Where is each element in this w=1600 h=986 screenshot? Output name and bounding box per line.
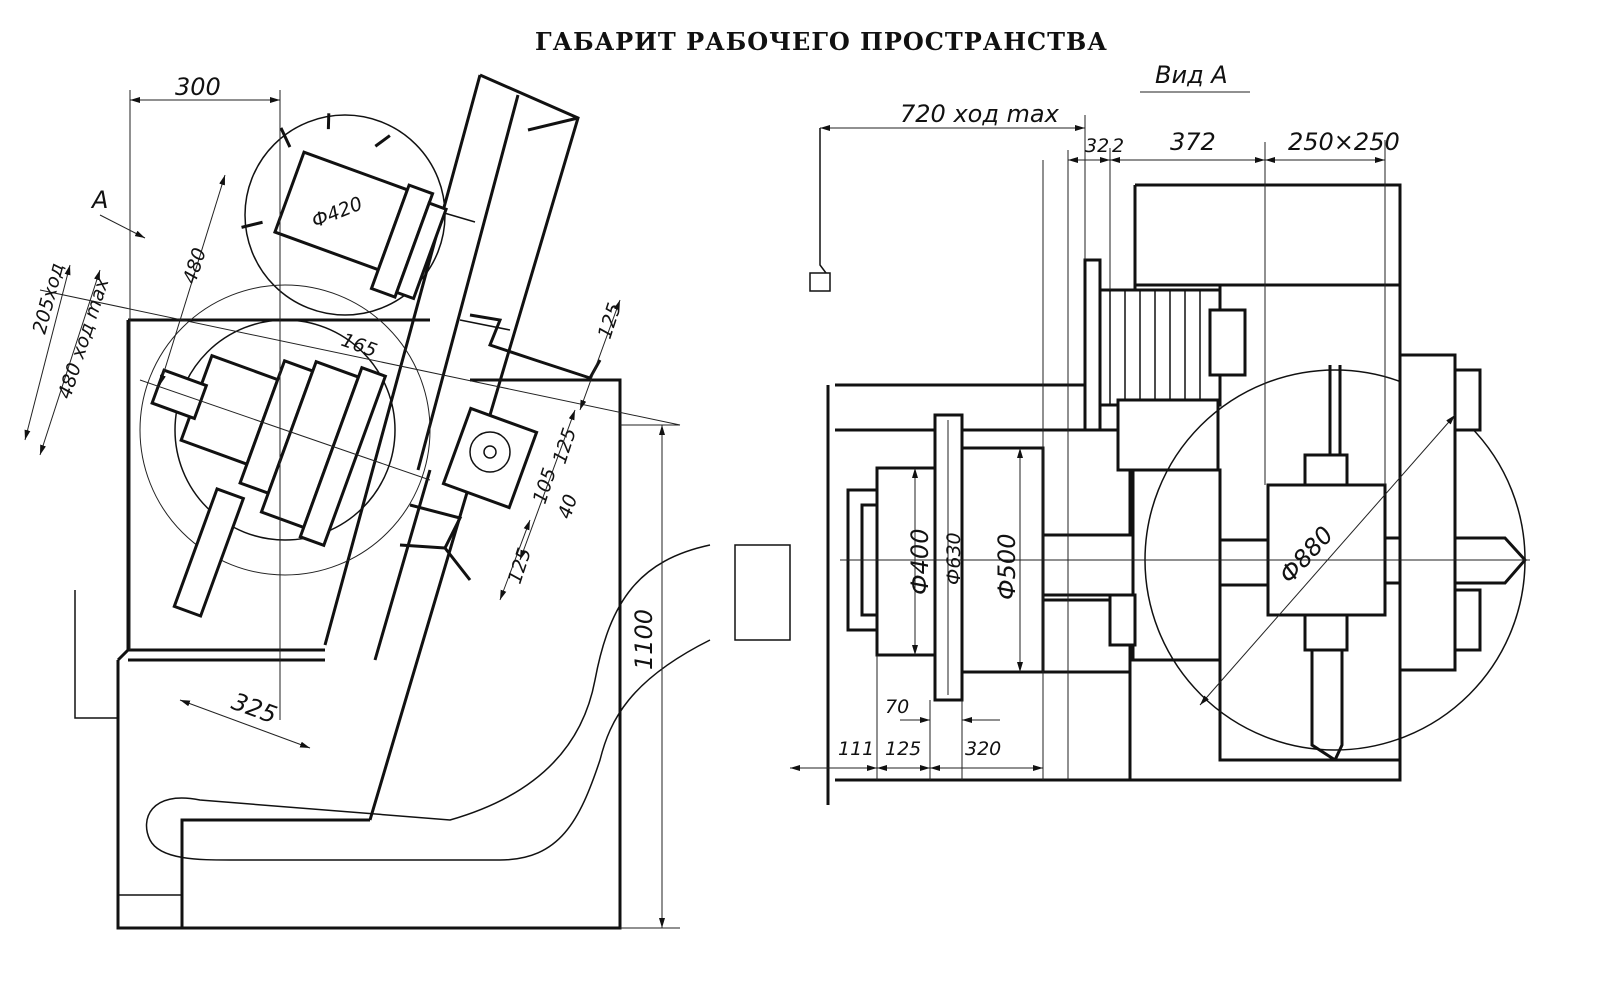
dim-32: 32	[1085, 135, 1109, 157]
dia-630: Ф630	[943, 532, 965, 585]
dim-125: 125	[885, 738, 921, 760]
dim-1100: 1100	[630, 609, 658, 670]
dim-2: 2	[1112, 135, 1124, 157]
dim-70: 70	[885, 696, 909, 718]
cutter	[241, 113, 448, 301]
spindle-nose	[1208, 308, 1247, 377]
work-circle-outer	[139, 284, 431, 576]
dim-300: 300	[175, 73, 221, 101]
view-a-label: Вид А	[1155, 61, 1228, 89]
clamp-upper	[469, 313, 602, 380]
drawing-title: ГАБАРИТ РАБОЧЕГО ПРОСТРАНСТВА	[535, 27, 1108, 56]
hose	[145, 544, 711, 861]
dim-720-travel-max: 720 ход max	[900, 100, 1060, 128]
clamp-lower	[399, 503, 472, 581]
dim-325: 325	[228, 687, 281, 729]
dia-400: Ф400	[906, 529, 934, 595]
dim-125-mid: 125	[549, 425, 581, 466]
slanted-column	[323, 73, 580, 821]
shaft	[1041, 533, 1135, 597]
spindle-housing	[1098, 288, 1222, 407]
spindle-shaft	[172, 487, 246, 618]
dim-105: 105	[529, 465, 561, 506]
dim-205-travel: 205ход	[29, 261, 69, 337]
side-view: 300 A 205ход 480 ход max 480 Ф420 165 12…	[24, 73, 791, 930]
center-block	[1131, 468, 1222, 662]
dim-125-top: 125	[594, 300, 626, 341]
dim-40: 40	[554, 492, 582, 522]
dim-125-bottom: 125	[504, 545, 536, 586]
dim-372: 372	[1170, 128, 1216, 156]
hose-connector	[734, 544, 791, 641]
dim-320: 320	[965, 738, 1001, 760]
drum-400	[875, 466, 937, 657]
dim-111: 111	[838, 738, 874, 760]
coolant-nozzle	[809, 272, 831, 292]
dim-165: 165	[338, 329, 380, 362]
view-arrow-a: A	[90, 186, 108, 214]
work-circle-inner	[174, 319, 396, 541]
view-a: Вид А 720 ход max 32	[790, 61, 1530, 805]
dim-250x250: 250×250	[1288, 128, 1400, 156]
dim-480: 480	[179, 245, 211, 286]
dia-500: Ф500	[993, 534, 1021, 600]
